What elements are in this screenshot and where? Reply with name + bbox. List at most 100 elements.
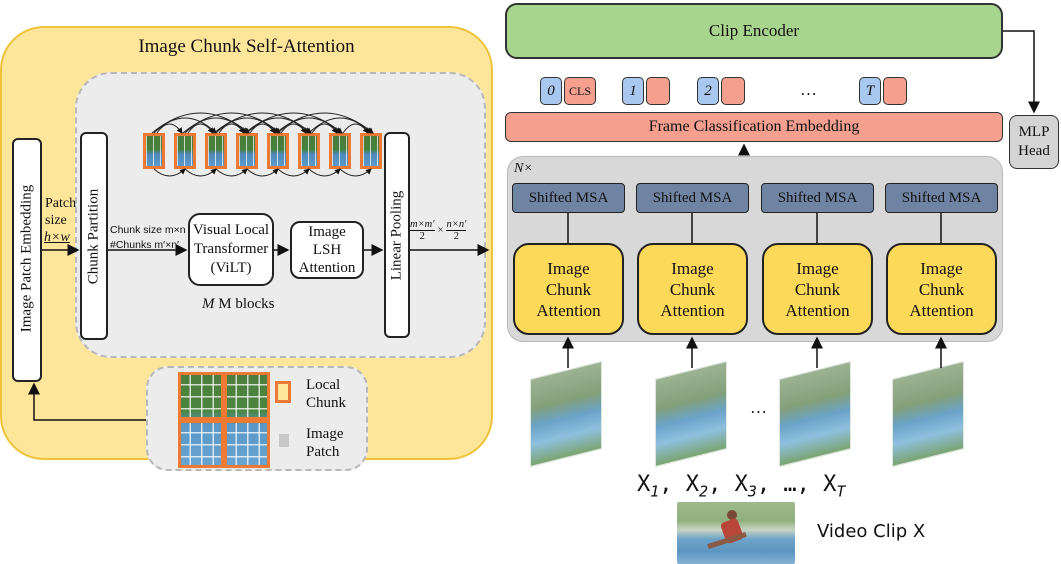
token-2-embedding (721, 77, 745, 105)
token-t-embedding (883, 77, 907, 105)
video-clip-label: Video Clip X (817, 521, 926, 542)
arrow-encoder-to-mlp (1003, 30, 1040, 114)
vilt-box: Visual Local Transformer (ViLT) (188, 213, 274, 286)
attention-arc (213, 112, 312, 134)
attention-block-line: Image (796, 258, 839, 278)
token-1-index: 1 (622, 77, 644, 105)
attention-arc (277, 117, 341, 134)
local-chunk-legend-line2: Chunk (306, 395, 347, 411)
clip-encoder-label: Clip Encoder (708, 21, 800, 40)
patch-grid-image (178, 372, 270, 468)
attention-block-line: Attention (536, 300, 601, 320)
num-chunks-label: #Chunks m′×n′ (110, 239, 180, 251)
linear-pooling-box: Linear Pooling (384, 132, 410, 338)
token-2-index: 2 (697, 77, 719, 105)
attention-arc (246, 168, 279, 177)
shifted-msa-box: Shifted MSA (512, 183, 625, 213)
frac1-denominator: 2 (410, 230, 435, 242)
frac2-numerator: n×n′ (446, 219, 467, 230)
cls-token: CLS (564, 77, 596, 105)
attention-block-line: Chunk (918, 279, 965, 299)
token-0-index: 0 (540, 77, 562, 105)
shifted-msa-box: Shifted MSA (761, 183, 874, 213)
vilt-line-3: (ViLT) (210, 260, 252, 276)
attention-block-line: Attention (660, 300, 725, 320)
attention-block-line: Chunk (545, 279, 592, 299)
attention-arc (308, 117, 372, 134)
attention-block-line: Image (547, 258, 590, 278)
lsh-line-3: Attention (298, 260, 356, 276)
frac1-numerator: m×m′ (410, 219, 435, 230)
attention-block-line: Attention (909, 300, 974, 320)
lsh-line-1: Image (308, 224, 346, 240)
chunk-outline-3 (178, 420, 224, 468)
x-sub-3: 3 (747, 482, 757, 501)
x-sub-1: 1 (650, 482, 660, 501)
vilt-line-1: Visual Local (192, 222, 270, 238)
attention-arc (153, 117, 217, 134)
x-ellipsis: … (783, 472, 797, 497)
shifted-msa-box: Shifted MSA (636, 183, 749, 213)
chunk-size-label: Chunk size m×n (110, 224, 186, 236)
local-chunk-thumbnail (205, 133, 227, 169)
local-chunk-thumbnail (236, 133, 258, 169)
times-sign: × (437, 225, 444, 236)
token-t-index: T (859, 77, 881, 105)
local-chunk-thumbnail (174, 133, 196, 169)
attention-arc (153, 168, 186, 177)
attention-block-line: Chunk (669, 279, 716, 299)
attention-arc (156, 123, 183, 134)
frame-ellipsis: … (750, 398, 767, 417)
x-sub-t: T (836, 482, 846, 501)
local-chunk-legend-swatch (275, 381, 291, 403)
runner-head (727, 510, 737, 520)
chunk-outline-4 (224, 420, 270, 468)
x-sub-2: 2 (699, 482, 709, 501)
frame-sequence-label: X1, X2, X3, …, XT (637, 472, 846, 501)
x-sym-t: X (823, 472, 837, 497)
vilt-stage-panel (75, 72, 486, 358)
frame-to-attention-arrows (562, 336, 947, 368)
attention-arc (339, 168, 372, 177)
attention-arc (215, 117, 279, 134)
vilt-line-2: Transformer (193, 241, 269, 257)
attention-arc (184, 168, 217, 177)
local-chunk-thumbnail (329, 133, 351, 169)
mlp-head-line1: MLP (1018, 124, 1050, 140)
x-sym-3: X (734, 472, 748, 497)
local-chunk-thumbnail (298, 133, 320, 169)
image-lsh-attention-box: Image LSH Attention (290, 221, 364, 279)
attention-arc (184, 117, 248, 134)
image-patch-embedding-box: Image Patch Embedding (12, 138, 42, 382)
chunk-partition-box: Chunk Partition (80, 132, 108, 340)
attention-arc (277, 168, 310, 177)
image-patch-legend-line2: Patch (306, 444, 340, 460)
token-1-embedding (646, 77, 670, 105)
attention-arc (246, 117, 310, 134)
patch-label: Patch (45, 196, 77, 211)
lsh-line-2: LSH (312, 242, 342, 258)
chunk-outline-2 (224, 372, 270, 420)
local-chunk-thumbnail (143, 133, 165, 169)
attention-block-line: Image (920, 258, 963, 278)
shifted-msa-box: Shifted MSA (885, 183, 998, 213)
image-patch-legend-line1: Image (306, 426, 344, 442)
attention-arc (151, 112, 250, 134)
local-chunk-thumbnail (267, 133, 289, 169)
mlp-head-line2: Head (1018, 143, 1050, 159)
panel-title: Image Chunk Self-Attention (138, 36, 355, 57)
output-size-formula: m×m′ 2 × n×n′ 2 (410, 219, 467, 242)
x-sym-2: X (685, 472, 700, 497)
clip-encoder-box: Clip Encoder (505, 3, 1003, 59)
attention-arc (275, 112, 374, 134)
video-clip-image (677, 502, 795, 564)
x-sym-1: X (637, 472, 651, 497)
attention-arc (215, 168, 248, 177)
arrow-patches-to-embedding (28, 382, 146, 421)
attention-block-line: Attention (785, 300, 850, 320)
image-patch-legend-swatch (279, 434, 289, 447)
